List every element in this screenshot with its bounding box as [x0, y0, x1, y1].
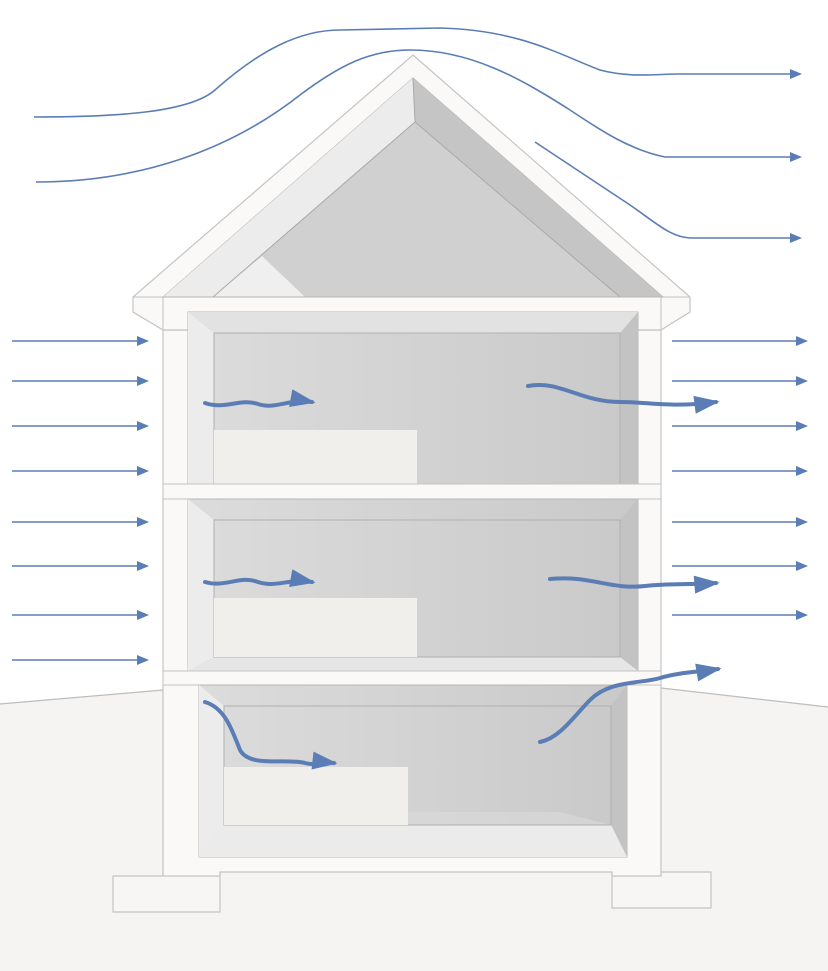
house-section	[112, 54, 712, 913]
indoor-airflow-arrow	[548, 575, 720, 594]
indoor-airflow-arrow	[203, 389, 316, 408]
outgoing-wind-arrows	[672, 336, 808, 620]
right-footing	[611, 871, 712, 909]
roof-airflow	[33, 27, 802, 243]
streamline-arrow	[35, 49, 802, 183]
middle-floor-room	[187, 498, 639, 672]
furniture	[214, 598, 417, 657]
left-footing	[112, 871, 221, 913]
streamline-arrow	[534, 141, 802, 243]
indoor-airflow-arrow	[203, 700, 338, 770]
incoming-wind-arrows	[12, 336, 149, 665]
upper-floor-room	[187, 311, 639, 485]
streamline-arrow	[33, 27, 802, 118]
indoor-airflow	[203, 383, 722, 770]
indoor-airflow-arrow	[203, 569, 316, 588]
attic	[161, 77, 665, 298]
ground-floor-room	[198, 684, 628, 858]
furniture	[214, 430, 417, 484]
indoor-airflow-arrow	[538, 663, 722, 744]
furniture	[224, 767, 408, 825]
indoor-airflow-arrow	[526, 383, 720, 414]
